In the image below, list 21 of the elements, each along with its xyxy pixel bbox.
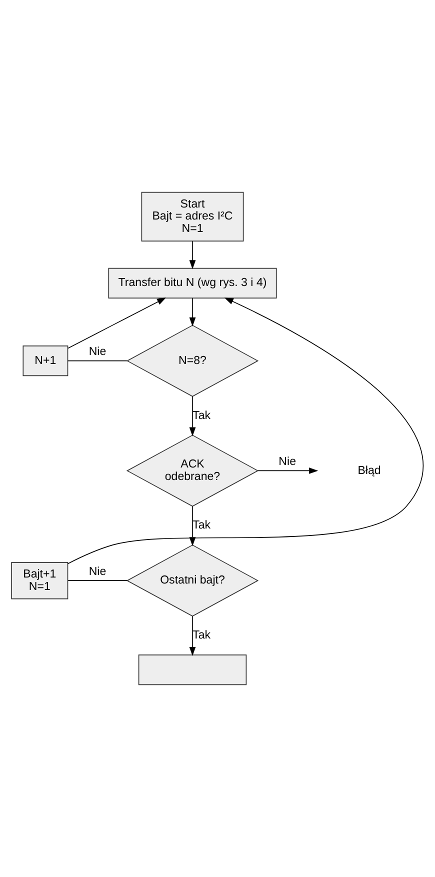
arrow [189, 240, 196, 270]
node-box: N+1 [22, 346, 68, 376]
label: Błąd [358, 464, 381, 477]
arrow [189, 616, 196, 656]
node-diamond: N=8? [126, 324, 259, 397]
connector [68, 580, 128, 582]
node-box: Start Bajt = adres I²C N=1 [141, 192, 244, 242]
arrow [67, 298, 424, 564]
node-box [138, 654, 247, 686]
edge-label: Nie [88, 566, 106, 578]
arrow [189, 298, 196, 327]
arrow [189, 396, 196, 436]
node-diamond: Ostatni bajt? [126, 544, 259, 617]
edge-label: Nie [88, 346, 106, 358]
arrow [257, 468, 318, 474]
node-box: Transfer bitu N (wg rys. 3 i 4) [108, 268, 277, 298]
node-diamond: ACK odebrane? [126, 434, 259, 507]
connector [67, 360, 128, 362]
arrow [68, 298, 166, 349]
node-box: Bajt+1 N=1 [11, 562, 68, 600]
edge-label: Nie [278, 456, 296, 468]
